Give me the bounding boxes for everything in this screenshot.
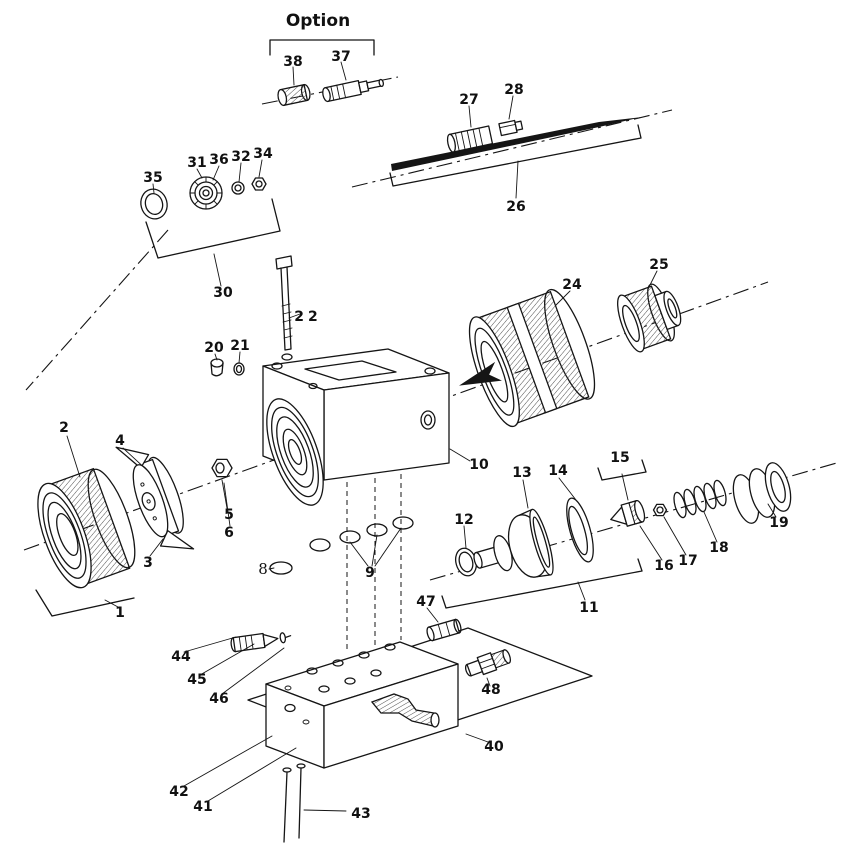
callout-26: 26	[506, 199, 525, 215]
alignment-dashed-lines	[346, 474, 402, 652]
callout-2: 2	[59, 420, 69, 436]
part-38-option-plug	[277, 83, 311, 107]
callout-31: 31	[187, 155, 206, 171]
callout-37: 37	[331, 49, 350, 65]
part-24-air-cap-ring	[459, 288, 596, 428]
callout-10: 10	[469, 457, 489, 473]
callout-5: 5	[224, 507, 234, 523]
part-47-sleeve	[426, 618, 462, 642]
part-27-needle-spring-nut	[446, 125, 494, 153]
part-28-needle-locknut	[498, 119, 524, 137]
part-26-needle	[391, 117, 642, 171]
callout-36: 36	[209, 152, 228, 168]
part-32-washer	[231, 181, 245, 195]
callout-13: 13	[512, 465, 531, 481]
callout-32: 32	[231, 149, 250, 165]
part-10-gun-body	[262, 348, 450, 506]
group-brackets	[35, 39, 647, 617]
callout-16: 16	[654, 558, 673, 574]
part-31-36-fluid-nozzle	[189, 176, 223, 210]
part-44-45-46-valve-assembly	[230, 632, 292, 653]
part-16-valve-stem	[610, 499, 646, 527]
callout-11: 11	[579, 600, 598, 616]
callout-21: 21	[230, 338, 249, 354]
callouts: Option 38 37 27 28 26 35 31 36 32 34 30 …	[59, 11, 789, 822]
callout-4: 4	[115, 433, 125, 449]
callout-1: 1	[115, 605, 125, 621]
callout-28: 28	[504, 82, 523, 98]
part-3-4-air-cap	[115, 446, 195, 550]
callout-15: 15	[610, 450, 629, 466]
body-front-boss	[266, 398, 324, 506]
part-8-gasket	[269, 561, 293, 575]
callout-8: 8	[258, 560, 268, 578]
part-41-42-manifold-block	[265, 641, 459, 769]
callout-24: 24	[562, 277, 582, 293]
callout-12: 12	[454, 512, 473, 528]
callout-34: 34	[253, 146, 273, 162]
callout-45: 45	[187, 672, 206, 688]
callout-46: 46	[209, 691, 228, 707]
callout-43: 43	[351, 806, 370, 822]
callout-27: 27	[459, 92, 478, 108]
part-37-option-valve	[322, 78, 384, 103]
callout-22: 22	[294, 309, 321, 325]
callout-35: 35	[143, 170, 162, 186]
leader-lines	[66, 61, 777, 812]
part-1-retaining-ring	[37, 467, 136, 589]
callout-20: 20	[204, 340, 224, 356]
callout-38: 38	[283, 54, 302, 70]
callout-48: 48	[481, 682, 500, 698]
part-34-nut	[251, 177, 267, 191]
part-25-retainer-nut	[617, 283, 682, 353]
callout-3: 3	[143, 555, 153, 571]
part-35-seal-ring	[140, 188, 168, 220]
callout-19: 19	[769, 515, 788, 531]
callout-17: 17	[678, 553, 697, 569]
option-label: Option	[286, 11, 350, 31]
part-22-screw	[275, 255, 293, 351]
part-20-plug	[210, 358, 224, 377]
callout-47: 47	[416, 594, 435, 610]
part-43-pins	[282, 763, 306, 843]
part-17-nut	[652, 503, 668, 517]
callout-40: 40	[484, 739, 504, 755]
callout-41: 41	[193, 799, 212, 815]
callout-30: 30	[213, 285, 233, 301]
callout-6: 6	[224, 525, 234, 541]
part-5-6-seat-nut	[211, 458, 233, 478]
callout-25: 25	[649, 257, 668, 273]
callout-14: 14	[548, 463, 568, 479]
callout-9: 9	[365, 565, 375, 581]
callout-42: 42	[169, 784, 188, 800]
part-48-fitting	[464, 649, 512, 677]
part-14-diaphragm	[566, 497, 594, 563]
part-18-spring	[673, 479, 727, 519]
callout-18: 18	[709, 540, 728, 556]
part-9-gaskets	[309, 516, 414, 552]
part-21-o-ring	[233, 362, 245, 376]
part-13-piston	[473, 508, 554, 578]
callout-44: 44	[171, 649, 191, 665]
